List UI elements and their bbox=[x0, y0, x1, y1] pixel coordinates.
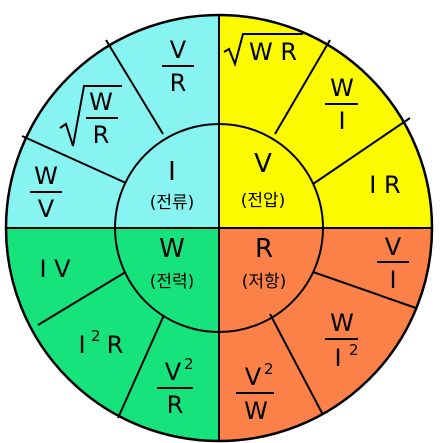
formula-v-squared-over-w: V 2 W bbox=[236, 360, 274, 425]
svg-text:V: V bbox=[38, 195, 55, 223]
formula-sqrt-wr: W R bbox=[223, 33, 303, 68]
inner-circle bbox=[114, 123, 324, 333]
resistance-symbol: R bbox=[255, 234, 273, 264]
svg-text:R: R bbox=[107, 331, 124, 359]
formula-ir: I R bbox=[369, 171, 400, 199]
quadrant-dividers bbox=[6, 15, 432, 441]
svg-text:W: W bbox=[244, 397, 268, 425]
power-name: (전력) bbox=[150, 272, 195, 292]
power-symbol: W bbox=[159, 234, 185, 264]
svg-text:V: V bbox=[385, 233, 402, 261]
quadrant-current bbox=[6, 15, 219, 228]
svg-text:V: V bbox=[245, 363, 262, 391]
svg-text:W: W bbox=[330, 309, 354, 337]
svg-text:I: I bbox=[334, 344, 341, 372]
svg-text:2: 2 bbox=[184, 355, 194, 373]
svg-text:R: R bbox=[93, 121, 110, 149]
formula-sqrt-w-over-r: W R bbox=[59, 85, 122, 149]
svg-text:I: I bbox=[338, 107, 345, 135]
formula-w-over-v: W V bbox=[30, 162, 62, 223]
svg-text:V: V bbox=[165, 358, 182, 386]
svg-text:W R: W R bbox=[249, 38, 297, 66]
svg-text:R: R bbox=[170, 69, 187, 97]
svg-text:I: I bbox=[389, 266, 396, 294]
formula-i-squared-r: I 2 R bbox=[78, 327, 123, 359]
svg-text:V: V bbox=[170, 36, 187, 64]
formula-w-over-i: W I bbox=[325, 74, 358, 135]
resistance-name: (저항) bbox=[242, 272, 287, 292]
formula-v-over-r: V R bbox=[162, 36, 194, 97]
current-name: (전류) bbox=[150, 193, 195, 213]
quadrant-resistance bbox=[219, 228, 432, 441]
formula-w-over-i-squared: W I 2 bbox=[325, 309, 359, 372]
svg-text:R: R bbox=[167, 391, 184, 419]
current-symbol: I bbox=[168, 157, 176, 187]
center-labels: I (전류) V (전압) W (전력) R (저항) bbox=[150, 149, 287, 292]
quadrant-voltage bbox=[219, 15, 432, 228]
svg-text:2: 2 bbox=[91, 327, 101, 345]
formula-v-over-i: V I bbox=[377, 233, 409, 294]
outer-circle bbox=[4, 13, 434, 443]
sector-dividers bbox=[21, 39, 417, 419]
svg-text:2: 2 bbox=[349, 341, 359, 359]
svg-text:2: 2 bbox=[264, 360, 274, 378]
formula-iv: I V bbox=[39, 255, 71, 283]
svg-text:W: W bbox=[34, 162, 58, 190]
voltage-symbol: V bbox=[254, 149, 272, 179]
formula-v-squared-over-r: V 2 R bbox=[157, 355, 194, 419]
svg-text:W: W bbox=[330, 74, 354, 102]
svg-text:I: I bbox=[78, 331, 85, 359]
voltage-name: (전압) bbox=[241, 191, 286, 211]
svg-text:W: W bbox=[89, 88, 113, 116]
